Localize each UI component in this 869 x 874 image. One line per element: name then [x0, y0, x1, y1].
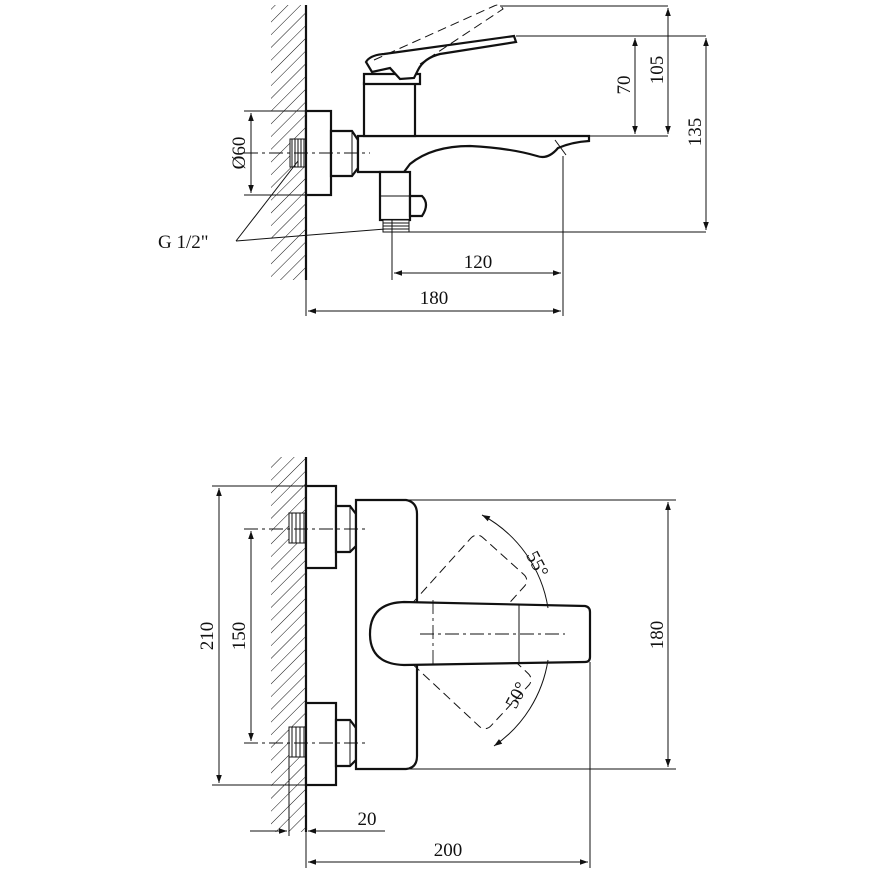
dim-thread-g-half: G 1/2"	[158, 160, 386, 253]
dim-heights: 70 105 135	[409, 5, 709, 233]
side-lever-handle	[364, 34, 518, 81]
side-lever-raised-outline	[373, 4, 504, 65]
dim-top-widths: 210 150	[197, 485, 306, 786]
label-width-150: 150	[229, 622, 250, 651]
top-inlet-upper	[288, 484, 358, 570]
label-height-70: 70	[614, 76, 635, 95]
side-mixer-body	[362, 81, 417, 138]
dim-top-lengths: 20 200	[250, 662, 591, 868]
label-body-180: 180	[647, 621, 668, 650]
top-inlet-lower	[288, 701, 358, 787]
label-angle-55: 55°	[521, 548, 552, 581]
dim-top-body-180: 180	[406, 499, 676, 770]
label-offset-20: 20	[358, 809, 377, 830]
side-diverter-knob	[408, 194, 428, 218]
label-angle-50: 50°	[502, 679, 533, 712]
label-thread-g-half: G 1/2"	[158, 232, 209, 253]
dim-lengths: 120 180	[305, 156, 564, 316]
top-view: 55° 50° 210 150 180	[197, 457, 676, 868]
side-spout	[356, 134, 591, 174]
label-diameter-60: Ø60	[229, 137, 250, 170]
label-height-135: 135	[685, 118, 706, 147]
dim-diameter-60: Ø60	[229, 110, 306, 196]
label-width-210: 210	[197, 622, 218, 651]
side-outlet-thread	[382, 219, 410, 233]
side-view: Ø60 G 1/2" 70 105 135 120	[158, 4, 709, 316]
label-length-120: 120	[464, 252, 493, 273]
label-length-180: 180	[420, 288, 449, 309]
label-length-200: 200	[434, 840, 463, 861]
label-height-105: 105	[647, 56, 668, 85]
side-connector-nut	[329, 129, 360, 178]
top-lever-handle	[368, 600, 592, 667]
